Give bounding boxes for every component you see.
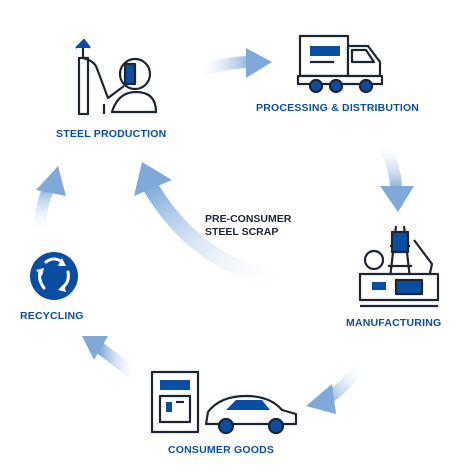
oil-rig-icon: [358, 225, 440, 308]
node-label-recycling: RECYCLING: [20, 310, 84, 322]
node-label-processing-distribution: PROCESSING & DISTRIBUTION: [256, 102, 420, 114]
inner-flow-label: PRE-CONSUMER STEEL SCRAP: [205, 213, 291, 239]
arrow-consumer-to-recycling: [82, 336, 144, 384]
node-label-consumer-goods: CONSUMER GOODS: [168, 444, 275, 456]
arrow-processing-to-manufacturing: [376, 136, 414, 212]
node-label-steel-production: STEEL PRODUCTION: [56, 128, 167, 140]
arrow-steel-to-processing: [190, 48, 272, 80]
inner-flow-line1: PRE-CONSUMER: [205, 213, 292, 225]
inner-flow-line2: STEEL SCRAP: [205, 226, 279, 238]
truck-icon: [296, 34, 384, 94]
arrow-pre-consumer-scrap: [134, 162, 298, 290]
node-label-manufacturing: MANUFACTURING: [346, 317, 442, 329]
fridge-and-car-icon: [150, 370, 298, 435]
arrow-recycling-to-steel: [34, 166, 66, 238]
recycle-icon: [30, 252, 78, 300]
welder-icon: [75, 38, 158, 116]
arrow-manufacturing-to-consumer: [306, 358, 366, 414]
